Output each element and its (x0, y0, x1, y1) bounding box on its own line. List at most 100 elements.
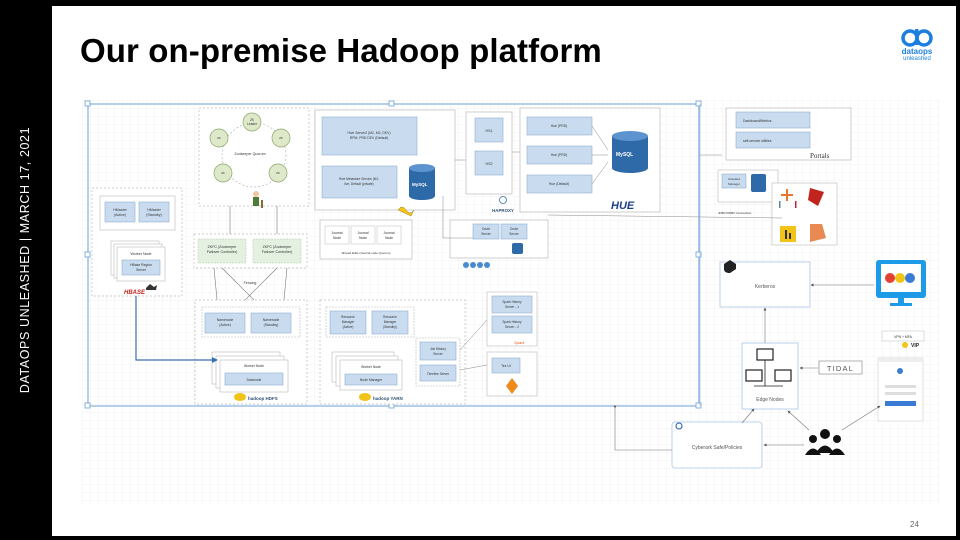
self-service-box (735, 131, 811, 149)
spark-group: Spark History Server - 1 Spark History S… (486, 291, 538, 347)
svg-text:Hive Server2 (M1, M2, DEV): Hive Server2 (M1, M2, DEV) (348, 131, 391, 135)
dashboard-metrics-box (735, 111, 811, 129)
dataops-logo-icon (901, 29, 933, 47)
edge-server-icons (745, 348, 792, 382)
svg-text:Timeline Server: Timeline Server (427, 372, 450, 376)
svg-text:Server: Server (433, 352, 443, 356)
svg-text:Server - 1: Server - 1 (505, 305, 519, 309)
hdfs-logo: hadoop HDFS (248, 396, 278, 401)
svg-text:Spark History: Spark History (502, 300, 522, 304)
zookeeper-caption: Zookeeper Quorum (234, 152, 265, 156)
haproxy-logo: HAPROXY (492, 208, 514, 213)
svg-text:(Active): (Active) (114, 213, 126, 217)
region-server-box (121, 259, 161, 276)
journal-node-2 (350, 225, 376, 245)
svg-text:(Standby): (Standby) (146, 213, 162, 217)
svg-text:Dashboard/Metrics: Dashboard/Metrics (743, 119, 772, 123)
side-label-text: DATAOPS UNLEASHED | MARCH 17, 2021 (18, 126, 32, 394)
login-window (877, 357, 924, 422)
svg-text:Failover Controller): Failover Controller) (262, 250, 293, 254)
svg-text:(Active): (Active) (219, 323, 231, 327)
hadoop-architecture-diagram: ZK Leader ZK ZK ZK ZK Zookeeper Quorum H… (82, 100, 940, 505)
svg-text:Job History: Job History (430, 347, 446, 351)
journal-node-1 (324, 225, 350, 245)
svg-text:HS2: HS2 (486, 162, 493, 166)
journal-group: Journal Node Journal Node Journal Node S… (319, 219, 413, 260)
oozie-server-1 (472, 223, 500, 240)
cyberark-label: Cyberark Safe/Policies (692, 445, 743, 451)
edge-group: Edge Nodes (741, 342, 799, 410)
rm-standby-box (371, 310, 409, 335)
tez-logo-icon (506, 378, 518, 394)
hue-mysql-icon: MySQL (612, 131, 648, 173)
svg-text:Namenode: Namenode (263, 318, 280, 322)
zkfc-active-box (197, 238, 247, 264)
users-group-icon (805, 429, 845, 455)
hue-group: Hue (PRD) Hue (PRD) Hue (Default) MySQL … (519, 107, 661, 213)
rm-active-box (329, 310, 367, 335)
svg-text:Manager: Manager (342, 320, 356, 324)
cloudera-group: Cloudera Manager JDBC/ODBC Connection (717, 169, 779, 215)
datanode-box (224, 372, 284, 386)
svg-text:ZKFC (Zookeeper: ZKFC (Zookeeper (263, 245, 293, 249)
admin-person-icon (253, 191, 263, 208)
svg-text:Datanode: Datanode (247, 378, 262, 382)
oozie-server-2 (500, 223, 528, 240)
cyberark-links (613, 405, 755, 451)
svg-text:ZK: ZK (250, 118, 255, 122)
hdfs-group: Namenode (Active) Namenode (Standby) Wor… (194, 299, 308, 405)
svg-text:ZK: ZK (221, 171, 225, 175)
vpn-label: VPN + MFA (894, 335, 913, 339)
svg-text:Resource: Resource (383, 315, 397, 319)
svg-text:ZK: ZK (217, 136, 221, 140)
node-manager-box (344, 373, 398, 386)
hbase-group: HMaster (Active) HMaster (Standby) Worke… (91, 187, 183, 297)
report-tool-icon (810, 224, 826, 242)
jdbc-label: JDBC/ODBC Connection (718, 211, 752, 215)
spark-history-1 (491, 295, 533, 314)
svg-text:Hue (Default): Hue (Default) (549, 182, 569, 186)
svg-text:Node: Node (359, 236, 367, 240)
selection-handles (84, 100, 702, 409)
timeline-server-box (419, 364, 457, 382)
svg-text:Node: Node (333, 236, 341, 240)
svg-text:Manager: Manager (728, 182, 740, 186)
powerbi-icon (780, 226, 796, 242)
svg-text:MySQL: MySQL (616, 152, 633, 158)
zookeeper-quorum: ZK Leader ZK ZK ZK ZK Zookeeper Quorum (198, 107, 310, 208)
yarn-logo: hadoop YARN (373, 396, 403, 401)
hue-logo: HUE (611, 200, 635, 212)
hive-bee-icon (397, 206, 415, 217)
svg-text:Failover Controller): Failover Controller) (207, 250, 238, 254)
portals-group: Dashboard/Metrics self-service utilities… (725, 107, 852, 161)
svg-text:HBase Region: HBase Region (130, 263, 152, 267)
svg-text:self-service utilities: self-service utilities (743, 139, 772, 143)
hadoop-elephant-icon (234, 393, 246, 401)
svg-text:Hue (PRD): Hue (PRD) (551, 153, 568, 157)
svg-text:Hue (PRD): Hue (PRD) (551, 124, 568, 128)
svg-text:Namenode: Namenode (217, 318, 234, 322)
fencing-label: Fencing (244, 281, 257, 285)
tableau-icon (779, 189, 797, 208)
vpn-group: VPN + MFA VIP (881, 330, 925, 349)
oozie-logo-icon (463, 262, 490, 268)
kerberos-group: Kerberos (719, 260, 811, 308)
svg-text:TIDAL: TIDAL (827, 364, 854, 373)
vip-badge: VIP (911, 343, 920, 349)
hive-group: Hive Server2 (M1, M2, DEV) RPM, PRD DEV … (314, 109, 456, 217)
haproxy-icon (499, 196, 507, 204)
cyberark-icon (675, 422, 683, 430)
svg-text:Server: Server (136, 268, 147, 272)
job-history-box (419, 341, 457, 361)
svg-text:live, Default (private): live, Default (private) (344, 182, 373, 186)
zk-follower-node (271, 128, 291, 148)
svg-text:Worker Node: Worker Node (130, 252, 151, 256)
svg-text:ZKFC (Zookeeper: ZKFC (Zookeeper (208, 245, 238, 249)
spark-history-2 (491, 315, 533, 334)
svg-text:Leader: Leader (247, 122, 258, 126)
oozie-group: Oozie Server Oozie Server (442, 196, 549, 268)
svg-text:Worker Node: Worker Node (361, 365, 381, 369)
tez-group: Tez UI (486, 351, 538, 397)
monitor-icon (876, 260, 926, 306)
